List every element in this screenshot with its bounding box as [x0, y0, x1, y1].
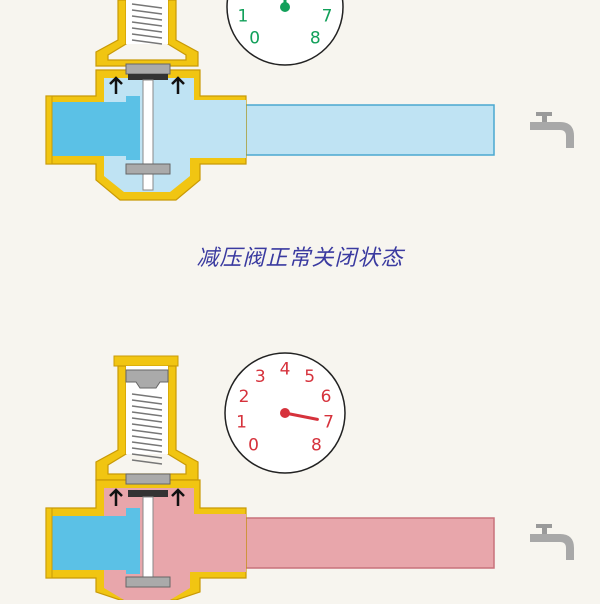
diagram-caption: 减压阀正常关闭状态	[196, 246, 404, 271]
bottom-gauge-label-4: 4	[280, 360, 291, 380]
top-bonnet	[95, 0, 199, 67]
bottom-gauge-label-1: 1	[236, 413, 247, 433]
top-gauge-label-0: 0	[249, 28, 260, 48]
bottom-gauge-label-7: 7	[323, 413, 334, 433]
bottom-gauge-hub	[280, 408, 290, 418]
top-valve-stem	[142, 79, 154, 191]
bottom-gauge-label-5: 5	[304, 367, 315, 387]
bottom-spring-nut	[125, 369, 169, 389]
top-gauge-label-7: 7	[322, 6, 333, 26]
top-gauge-labels: 01 78	[237, 6, 332, 48]
bottom-gauge-needle	[283, 411, 319, 421]
faucet-icon	[530, 524, 574, 560]
top-gauge-face	[226, 0, 344, 66]
top-inlet-water	[46, 96, 140, 160]
bottom-gauge-label-6: 6	[321, 387, 332, 407]
bottom-gauge-label-0: 0	[248, 435, 259, 455]
bottom-inlet-water	[46, 508, 140, 574]
top-diaphragm	[128, 74, 168, 80]
top-valve-seat	[125, 163, 171, 175]
top-gauge-label-8: 8	[310, 28, 321, 48]
pressure-gauge-icon: 01 78	[226, 0, 344, 66]
top-piston-cap	[125, 63, 171, 75]
top-gauge-label-1: 1	[237, 6, 248, 26]
bottom-valve-assembly	[45, 355, 495, 601]
bottom-valve-stem	[142, 496, 154, 588]
bottom-piston-cap	[125, 473, 171, 485]
bottom-diaphragm	[128, 490, 168, 497]
bottom-gauge-label-3: 3	[255, 367, 266, 387]
bottom-valve-seat	[125, 576, 171, 588]
top-valve-assembly	[45, 0, 495, 201]
top-inlet-flange	[45, 95, 53, 165]
top-outlet-pipe	[245, 104, 495, 156]
spring-icon	[131, 3, 163, 45]
arrow-up-icon	[109, 488, 185, 506]
bottom-outlet-pipe	[245, 517, 495, 569]
bottom-gauge-label-8: 8	[311, 435, 322, 455]
spring-icon	[131, 393, 163, 465]
top-gauge-hub	[280, 2, 290, 12]
bottom-bonnet-cap	[113, 355, 179, 367]
bottom-inlet-flange	[45, 507, 53, 579]
bottom-gauge-label-2: 2	[239, 387, 250, 407]
faucet-icon	[530, 112, 574, 148]
arrow-up-icon	[109, 76, 185, 94]
